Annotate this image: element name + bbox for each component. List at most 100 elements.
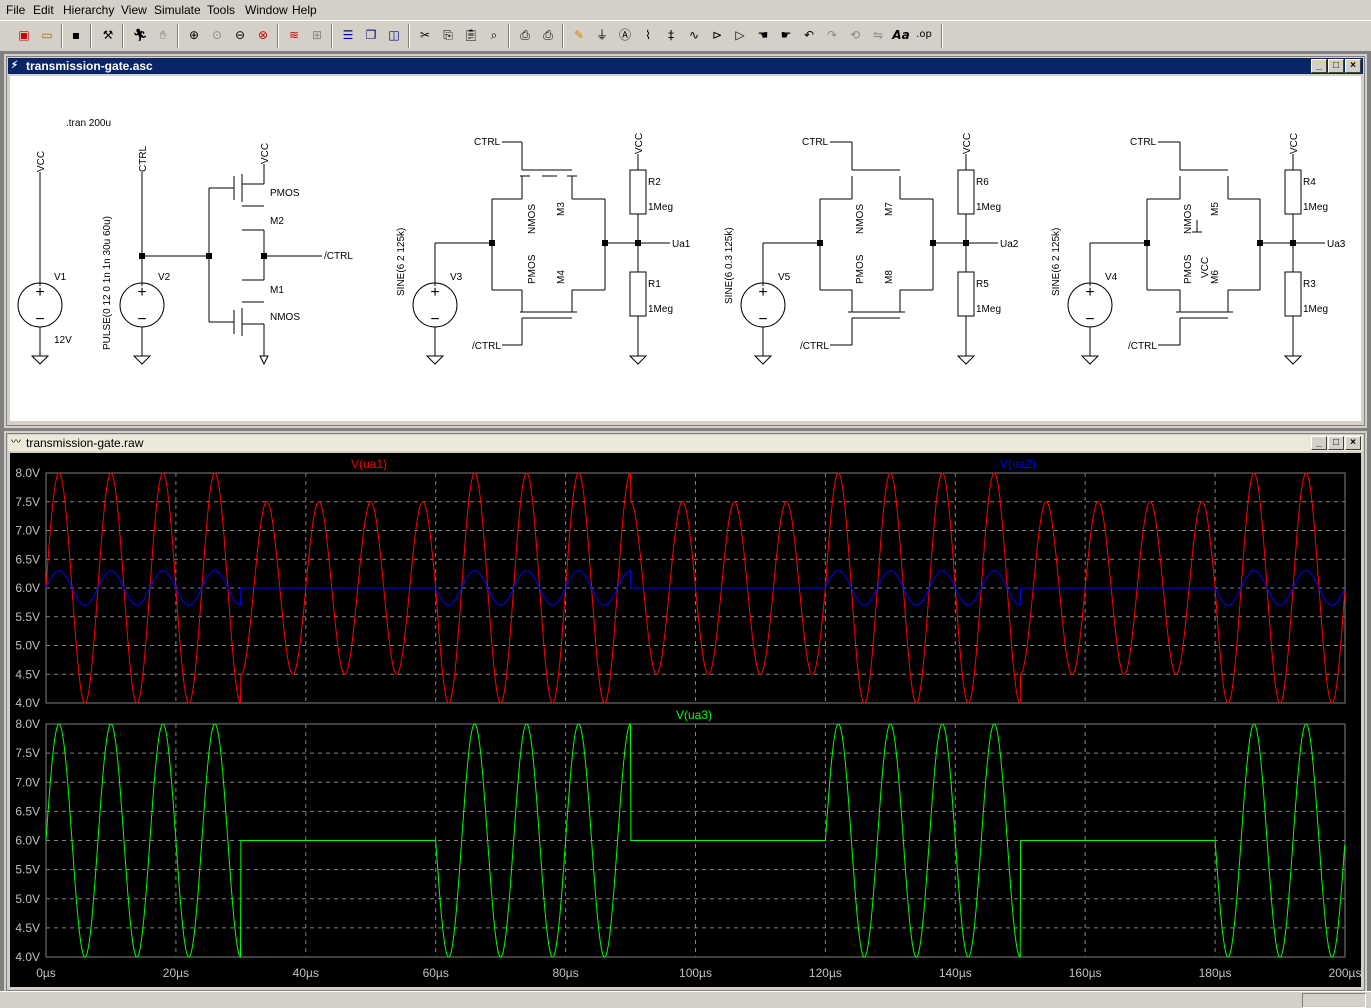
new-schematic-icon[interactable]: ▣ xyxy=(18,28,30,42)
legend-vua3[interactable]: V(ua3) xyxy=(676,708,712,722)
inductor-icon[interactable]: ∿ xyxy=(688,28,700,42)
copy-icon[interactable]: ⎘ xyxy=(443,28,453,42)
y-tick-label: 6.0V xyxy=(15,581,40,595)
status-pane xyxy=(1302,993,1366,1008)
svg-text:CTRL: CTRL xyxy=(138,145,149,172)
x-tick-label: 200µs xyxy=(1329,966,1361,980)
y-tick-label: 4.5V xyxy=(15,921,40,935)
svg-text:V4: V4 xyxy=(1105,272,1118,283)
rotate-icon[interactable]: ⟲ xyxy=(849,28,861,42)
svg-text:1Meg: 1Meg xyxy=(1303,202,1328,213)
label-net-icon[interactable]: Ⓐ xyxy=(618,28,631,42)
schematic-doc-icon: ⚡︎ xyxy=(11,60,19,71)
svg-text:NMOS: NMOS xyxy=(1183,204,1194,234)
waveform-maximize-button[interactable]: □ xyxy=(1328,436,1344,450)
component-icon[interactable]: ▷ xyxy=(735,28,745,42)
cascade-icon[interactable]: ❐ xyxy=(365,28,377,42)
svg-text:−: − xyxy=(430,311,439,328)
y-tick-label: 8.0V xyxy=(15,466,40,480)
fit-icon[interactable]: ⊞ xyxy=(311,28,323,42)
diode-icon[interactable]: ⊳ xyxy=(711,28,723,42)
text-icon[interactable]: Aa xyxy=(892,28,910,42)
svg-text:1Meg: 1Meg xyxy=(648,202,673,213)
menu-help[interactable]: Help xyxy=(292,3,317,17)
legend-vua1[interactable]: V(ua1) xyxy=(351,457,387,471)
y-tick-label: 7.0V xyxy=(15,524,40,538)
tran-directive[interactable]: .tran 200u xyxy=(66,118,111,129)
wire-pencil-icon[interactable]: ✎ xyxy=(573,28,585,42)
ground-icon[interactable]: ⏚ xyxy=(595,28,608,42)
menu-edit[interactable]: Edit xyxy=(33,3,54,17)
svg-text:1Meg: 1Meg xyxy=(648,304,673,315)
resistor-icon[interactable]: ⌇ xyxy=(645,28,651,42)
menu-tools[interactable]: Tools xyxy=(207,3,236,17)
svg-text:−: − xyxy=(758,311,767,328)
svg-text:Ua3: Ua3 xyxy=(1327,239,1346,250)
svg-text:M4: M4 xyxy=(556,270,567,284)
menu-view[interactable]: View xyxy=(121,3,147,17)
halt-hand-icon[interactable]: ✋︎ xyxy=(159,28,167,42)
zoom-pan-icon[interactable]: ⊙ xyxy=(211,28,223,42)
x-tick-label: 40µs xyxy=(293,966,319,980)
waveform-canvas[interactable]: 8.0V7.5V7.0V6.5V6.0V5.5V5.0V4.5V4.0VV(ua… xyxy=(10,453,1361,987)
control-panel-hammer-icon[interactable]: ⚒ xyxy=(102,28,114,42)
zoom-in-icon[interactable]: ⊕ xyxy=(188,28,200,42)
svg-text:+: + xyxy=(758,284,767,301)
redo-icon[interactable]: ↷ xyxy=(826,28,838,42)
svg-text:VCC: VCC xyxy=(36,151,47,172)
svg-text:R2: R2 xyxy=(648,177,661,188)
y-tick-label: 7.5V xyxy=(15,495,40,509)
trace-vua3 xyxy=(45,723,1346,959)
drag-hand-icon[interactable]: ☛ xyxy=(780,28,792,42)
save-icon[interactable]: ▪ xyxy=(71,28,81,42)
legend-vua2[interactable]: V(ua2) xyxy=(1000,457,1036,471)
tile-horizontal-icon[interactable]: ☰ xyxy=(342,28,354,42)
x-tick-label: 100µs xyxy=(679,966,712,980)
zoom-out-icon[interactable]: ⊖ xyxy=(234,28,246,42)
svg-text:CTRL: CTRL xyxy=(1130,137,1157,148)
autorange-icon[interactable]: ≋ xyxy=(288,28,300,42)
schematic-window: ⚡︎ transmission-gate.asc _ □ × xyxy=(4,54,1367,428)
waveform-close-button[interactable]: × xyxy=(1345,436,1361,450)
menu-file[interactable]: File xyxy=(6,3,26,17)
cut-icon[interactable]: ✂ xyxy=(419,28,431,42)
move-hand-icon[interactable]: ☚ xyxy=(757,28,769,42)
x-tick-label: 180µs xyxy=(1199,966,1232,980)
close-button[interactable]: × xyxy=(1345,59,1361,73)
waveform-title: transmission-gate.raw xyxy=(26,436,144,450)
y-tick-label: 4.0V xyxy=(15,696,40,710)
print-setup-icon[interactable]: ⎙ xyxy=(520,28,530,42)
x-tick-label: 20µs xyxy=(163,966,189,980)
svg-text:M2: M2 xyxy=(270,216,284,227)
tile-vertical-icon[interactable]: ◫ xyxy=(388,28,400,42)
svg-text:PMOS: PMOS xyxy=(1183,254,1194,284)
svg-text:M1: M1 xyxy=(270,285,284,296)
spice-directive-icon[interactable]: .op xyxy=(916,29,932,40)
print-icon[interactable]: ⎙ xyxy=(543,28,553,42)
find-binoculars-icon[interactable]: ⌕ xyxy=(490,28,498,42)
svg-text:VCC: VCC xyxy=(1289,133,1300,154)
minimize-button[interactable]: _ xyxy=(1311,59,1327,73)
svg-text:R6: R6 xyxy=(976,177,989,188)
mirror-icon[interactable]: ⇋ xyxy=(872,28,884,42)
svg-text:R5: R5 xyxy=(976,279,989,290)
menu-simulate[interactable]: Simulate xyxy=(154,3,201,17)
zoom-cancel-icon[interactable]: ⊗ xyxy=(257,28,269,42)
y-tick-label: 7.0V xyxy=(15,775,40,789)
svg-text:−: − xyxy=(35,311,44,328)
open-folder-icon[interactable]: ▭ xyxy=(41,28,53,42)
svg-text:+: + xyxy=(35,284,44,301)
maximize-button[interactable]: □ xyxy=(1328,59,1344,73)
waveform-minimize-button[interactable]: _ xyxy=(1311,436,1327,450)
x-tick-label: 80µs xyxy=(552,966,578,980)
schematic-canvas[interactable]: +− +− +− +− +− .tran 200u VCC CTRL VCC V… xyxy=(10,76,1361,421)
schematic-title: transmission-gate.asc xyxy=(26,59,153,73)
menu-hierarchy[interactable]: Hierarchy xyxy=(63,3,115,17)
menu-window[interactable]: Window xyxy=(245,3,288,17)
paste-icon[interactable]: 📋︎ xyxy=(463,28,479,42)
undo-icon[interactable]: ↶ xyxy=(803,28,815,42)
run-icon[interactable]: 🏃︎ xyxy=(132,28,148,42)
svg-text:1Meg: 1Meg xyxy=(1303,304,1328,315)
mdi-area: ⚡︎ transmission-gate.asc _ □ × xyxy=(0,51,1371,993)
capacitor-icon[interactable]: ‡ xyxy=(668,28,674,42)
